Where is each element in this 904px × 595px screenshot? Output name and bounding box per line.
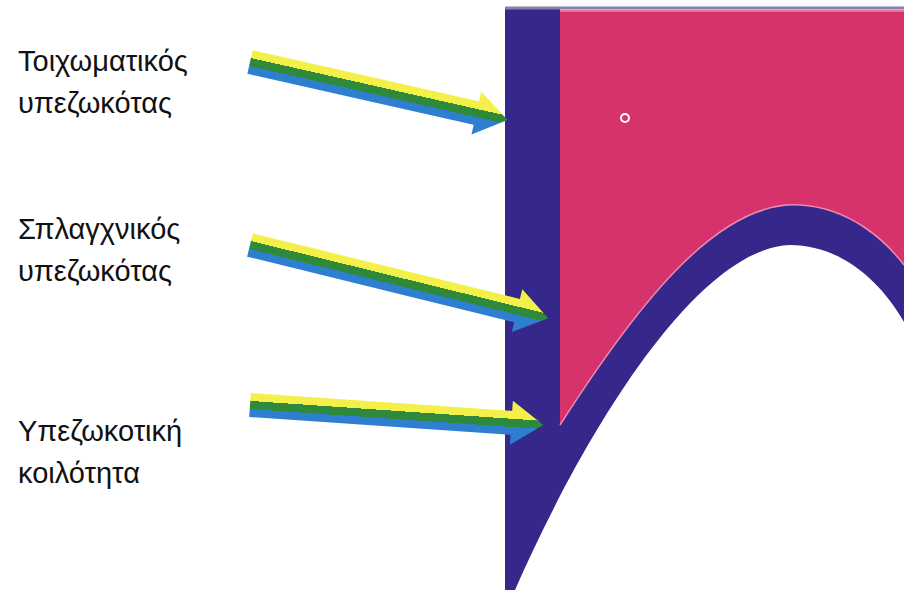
pointer-arrow (245, 41, 512, 142)
pointer-arrow (245, 224, 554, 340)
top-edge (505, 7, 904, 10)
anatomy-label: Σπλαγχνικός υπεζωκότας (18, 208, 250, 292)
anatomy-label: Τοιχωματικός υπεζωκότας (18, 40, 250, 124)
pleura-edge-highlight (560, 205, 904, 425)
small-ring (621, 114, 629, 122)
label-holder: Σπλαγχνικός υπεζωκότας (18, 208, 250, 292)
label-holder: Τοιχωματικός υπεζωκότας (18, 40, 250, 124)
anatomy-label: Υπεζωκοτική κοιλότητα (18, 410, 250, 494)
top-edge-highlight (560, 10, 904, 12)
pleura-membrane (505, 8, 904, 590)
pointer-arrow (249, 383, 545, 447)
label-holder: Υπεζωκοτική κοιλότητα (18, 410, 250, 494)
